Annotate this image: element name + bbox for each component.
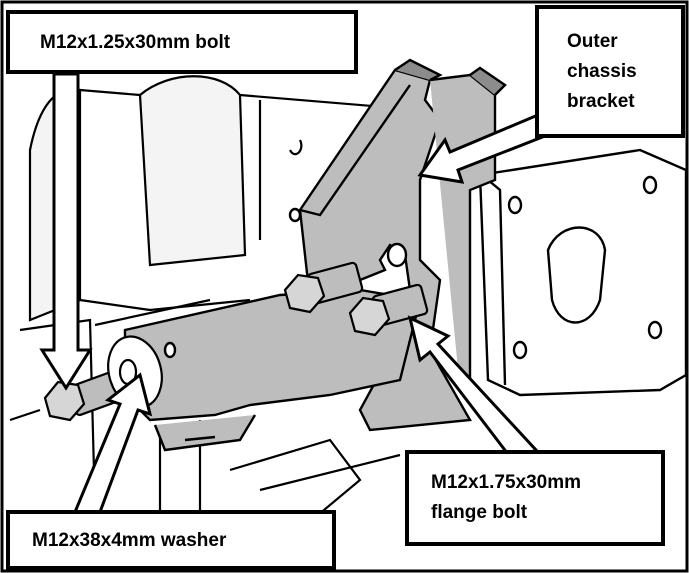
receiver-plate xyxy=(478,148,688,397)
arrow-washer xyxy=(72,372,153,514)
callout-flange-bolt: M12x1.75x30mm flange bolt xyxy=(405,450,665,546)
callout-washer-text: M12x38x4mm washer xyxy=(32,529,227,551)
callout-bracket-line1: Outer xyxy=(567,30,618,52)
callout-bracket-line3: bracket xyxy=(567,90,635,112)
flange-bolts xyxy=(283,261,429,337)
callout-arrows xyxy=(39,72,547,514)
callout-washer: M12x38x4mm washer xyxy=(6,510,336,570)
arrow-bracket xyxy=(417,109,547,184)
callout-bracket-line2: chassis xyxy=(567,60,637,82)
callout-bolt-top: M12x1.25x30mm bolt xyxy=(6,10,358,74)
callout-flange-line1: M12x1.75x30mm xyxy=(431,472,581,493)
arrow-bolt-top xyxy=(39,72,93,391)
callout-flange-line2: flange bolt xyxy=(431,502,528,523)
callout-bolt-top-text: M12x1.25x30mm bolt xyxy=(40,31,231,53)
callout-outer-chassis-bracket: Outer chassis bracket xyxy=(535,5,685,138)
arrow-flange-bolt xyxy=(407,315,539,464)
